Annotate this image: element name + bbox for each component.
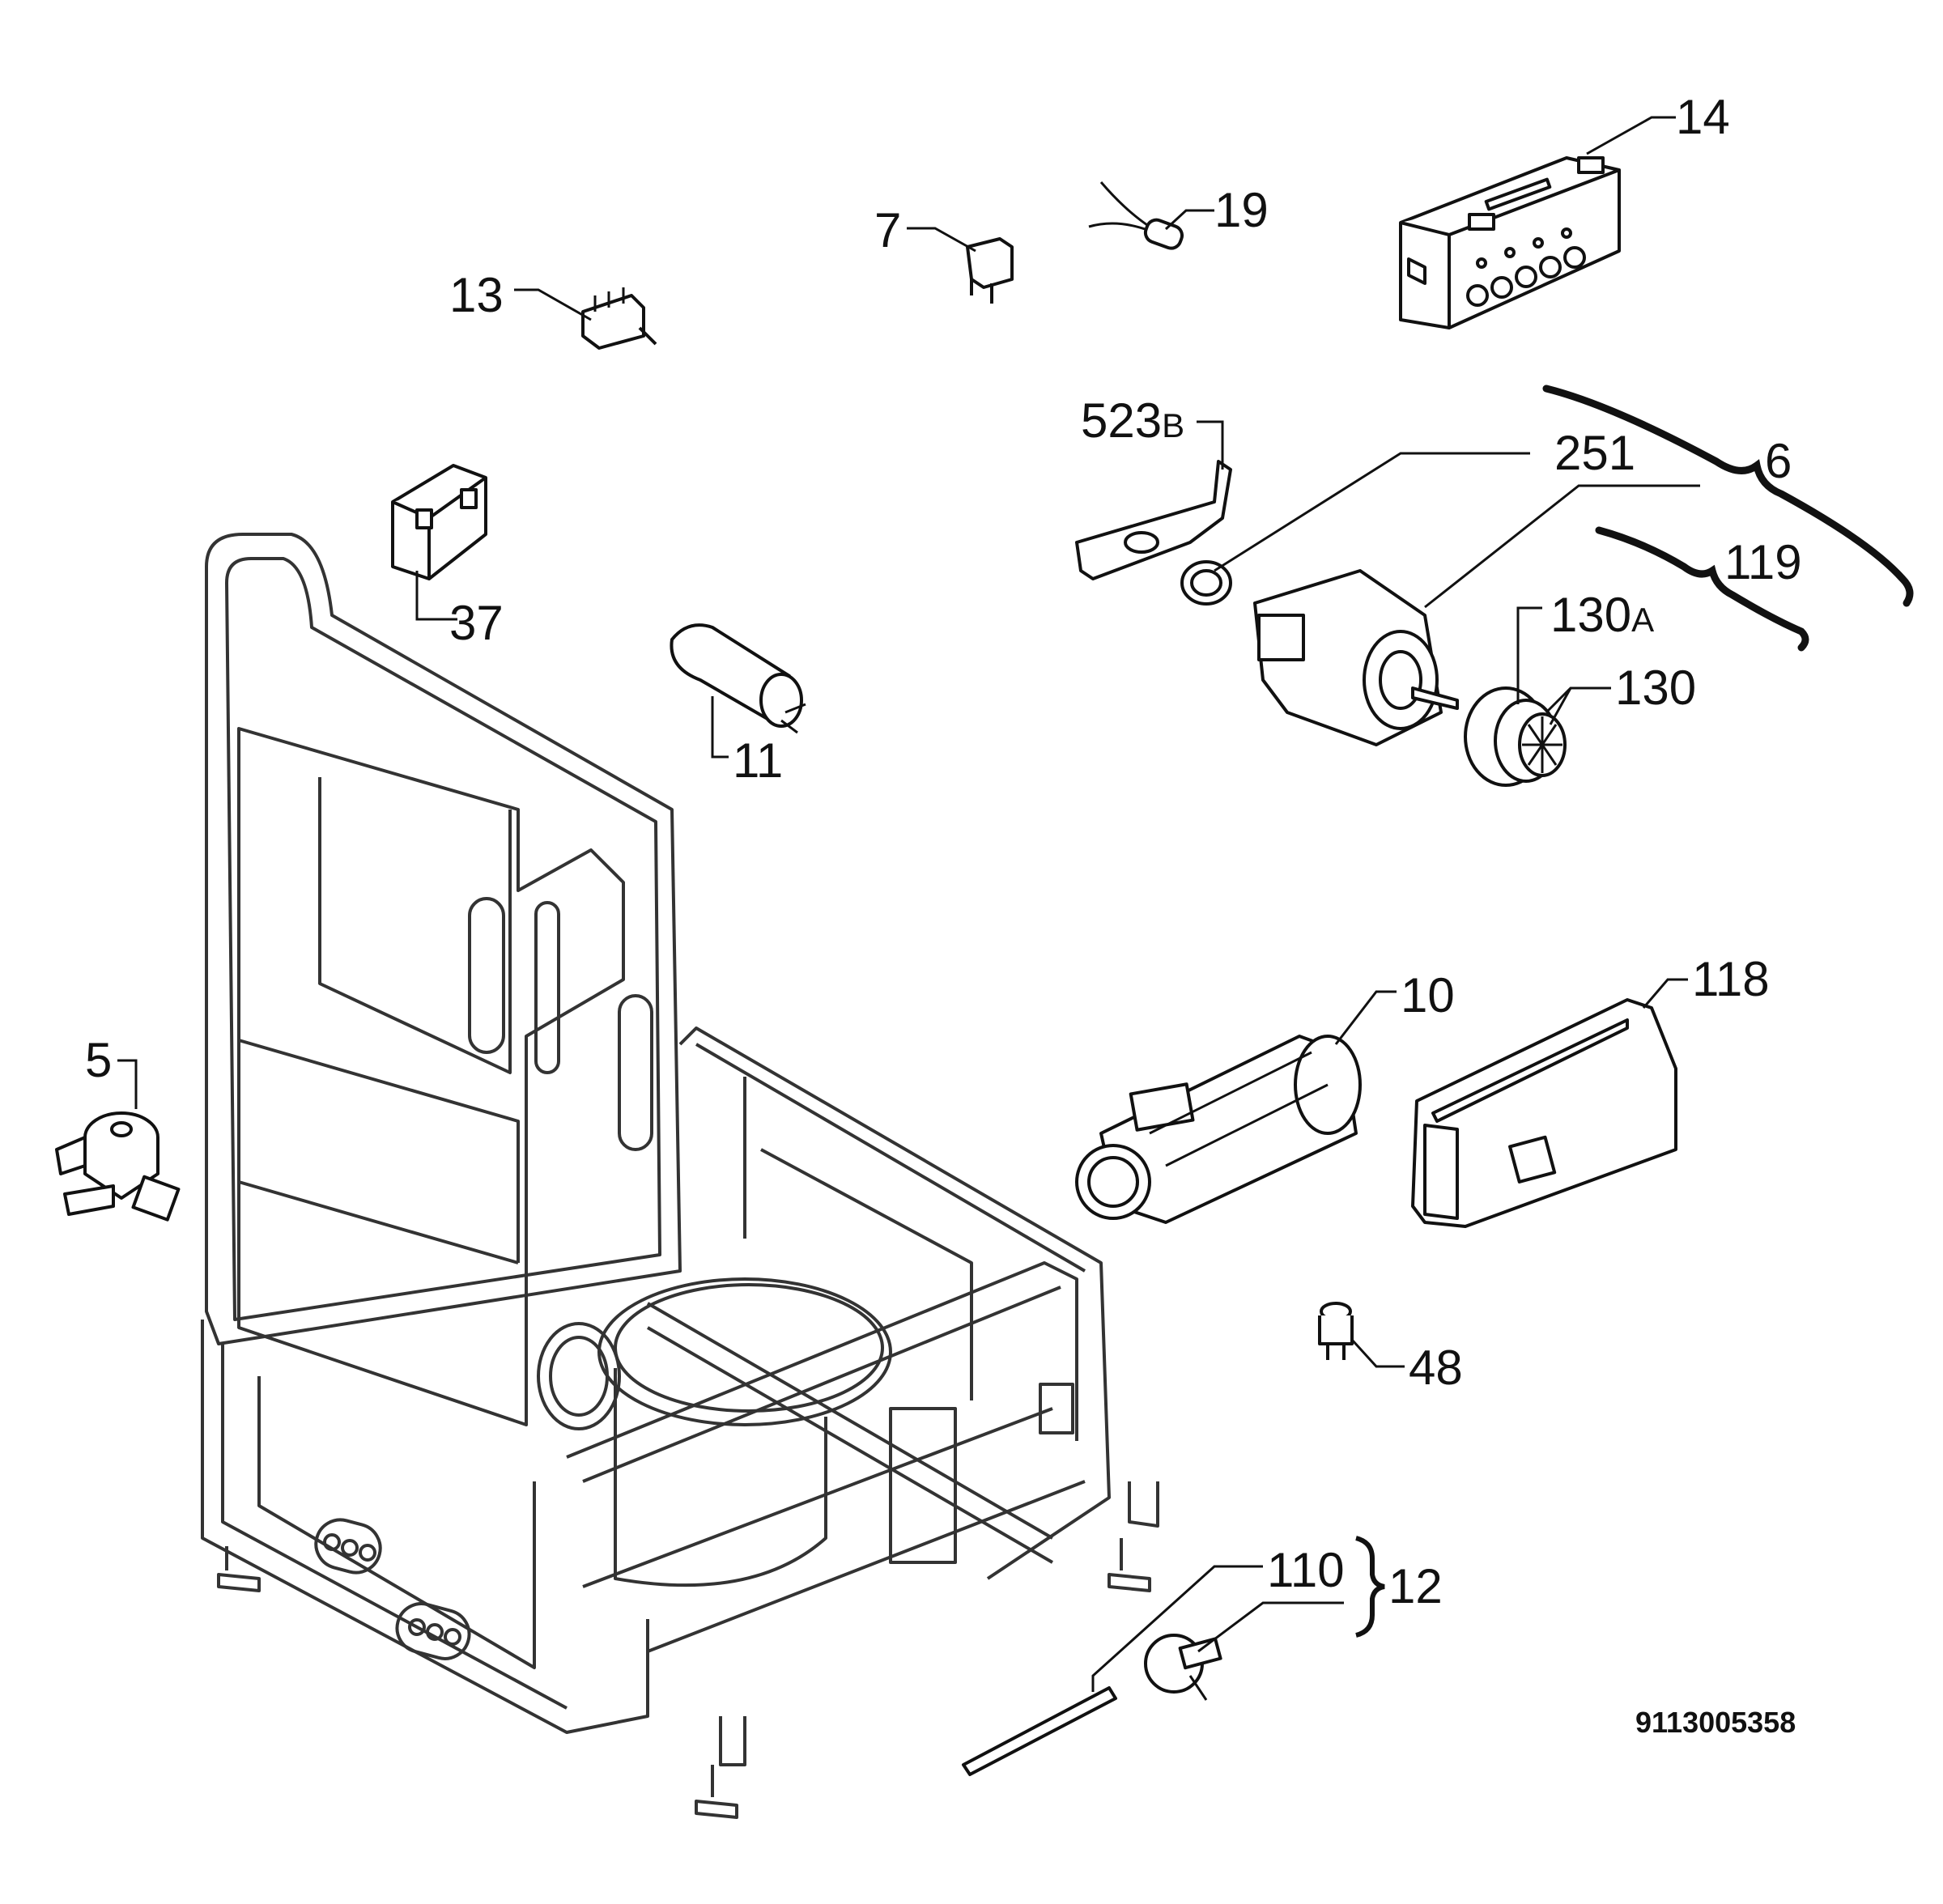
- callout-11: 11: [733, 733, 783, 788]
- callout-130a-suffix: A: [1631, 601, 1654, 639]
- part-251-seal: [1180, 560, 1232, 606]
- callout-119: 119: [1724, 535, 1802, 589]
- part-48-switch: [1318, 1302, 1354, 1360]
- document-number: 9113005358: [1635, 1706, 1796, 1739]
- part-523b-bracket: [1075, 460, 1232, 580]
- callout-6: 6: [1765, 434, 1792, 488]
- callout-130: 130: [1615, 661, 1696, 715]
- callout-110: 110: [1267, 1543, 1345, 1597]
- part-7-sensor: [966, 237, 1014, 304]
- callout-523b: 523B: [1081, 393, 1184, 448]
- callout-130a-number: 130: [1550, 588, 1631, 642]
- part-19-component: [1088, 181, 1184, 250]
- callout-37: 37: [449, 596, 504, 650]
- callout-19: 19: [1214, 183, 1269, 237]
- dishwasher-frame: [201, 533, 1159, 1819]
- callout-5: 5: [85, 1033, 112, 1087]
- part-11-capacitor: [670, 623, 806, 734]
- part-13-switch: [581, 287, 657, 350]
- callout-13: 13: [449, 268, 504, 322]
- group-braces: [1355, 385, 1914, 1638]
- part-130-impeller: [1464, 686, 1567, 787]
- part-37-box: [391, 464, 487, 580]
- part-5-valve: [55, 1111, 181, 1222]
- callout-48: 48: [1409, 1341, 1463, 1395]
- part-118-dispenser: [1411, 998, 1677, 1228]
- callout-251: 251: [1554, 426, 1635, 480]
- part-motor: [1253, 569, 1459, 746]
- part-14-control-module: [1399, 156, 1621, 329]
- callout-130a: 130A: [1550, 588, 1654, 642]
- callout-12: 12: [1388, 1559, 1443, 1613]
- leader-lines: [117, 116, 1700, 1692]
- callout-10: 10: [1401, 968, 1455, 1022]
- callout-118: 118: [1692, 952, 1770, 1006]
- part-110-sensor: [962, 1634, 1222, 1776]
- callout-14: 14: [1676, 90, 1730, 144]
- callout-523b-number: 523: [1081, 393, 1162, 448]
- callout-523b-suffix: B: [1162, 406, 1184, 444]
- part-10-heater: [1075, 1035, 1362, 1224]
- callout-7: 7: [874, 203, 901, 257]
